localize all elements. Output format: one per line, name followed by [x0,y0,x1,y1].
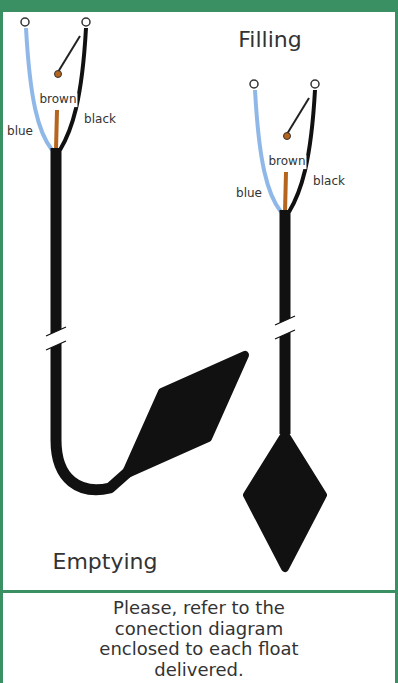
left-border [0,0,3,683]
terminal [250,80,258,88]
float-body [125,355,245,475]
mode-title: Filling [237,27,302,52]
brown-wire [56,110,57,150]
right-border [395,0,398,683]
float-body [247,434,323,568]
terminal [21,18,29,26]
switch-contact [55,71,62,78]
brown-wire [285,172,286,212]
switch-arm [58,36,80,72]
wire-color-label: blue [6,125,34,139]
wire-color-label: black [312,175,346,189]
wire-color-label: black [83,113,117,127]
switch-contact [284,133,291,140]
wire-color-label: blue [235,187,263,201]
terminal [82,18,90,26]
wire-color-label: brown [38,93,77,107]
mode-title: Emptying [52,549,159,574]
cable [56,148,128,490]
filling-float [247,80,323,568]
emptying-float [21,18,245,490]
terminal [311,80,319,88]
caption-note: Please, refer to the conection diagram e… [74,598,324,681]
switch-arm [287,98,309,134]
separator-line [0,590,398,593]
wire-color-label: brown [267,155,306,169]
top-band [0,0,398,12]
